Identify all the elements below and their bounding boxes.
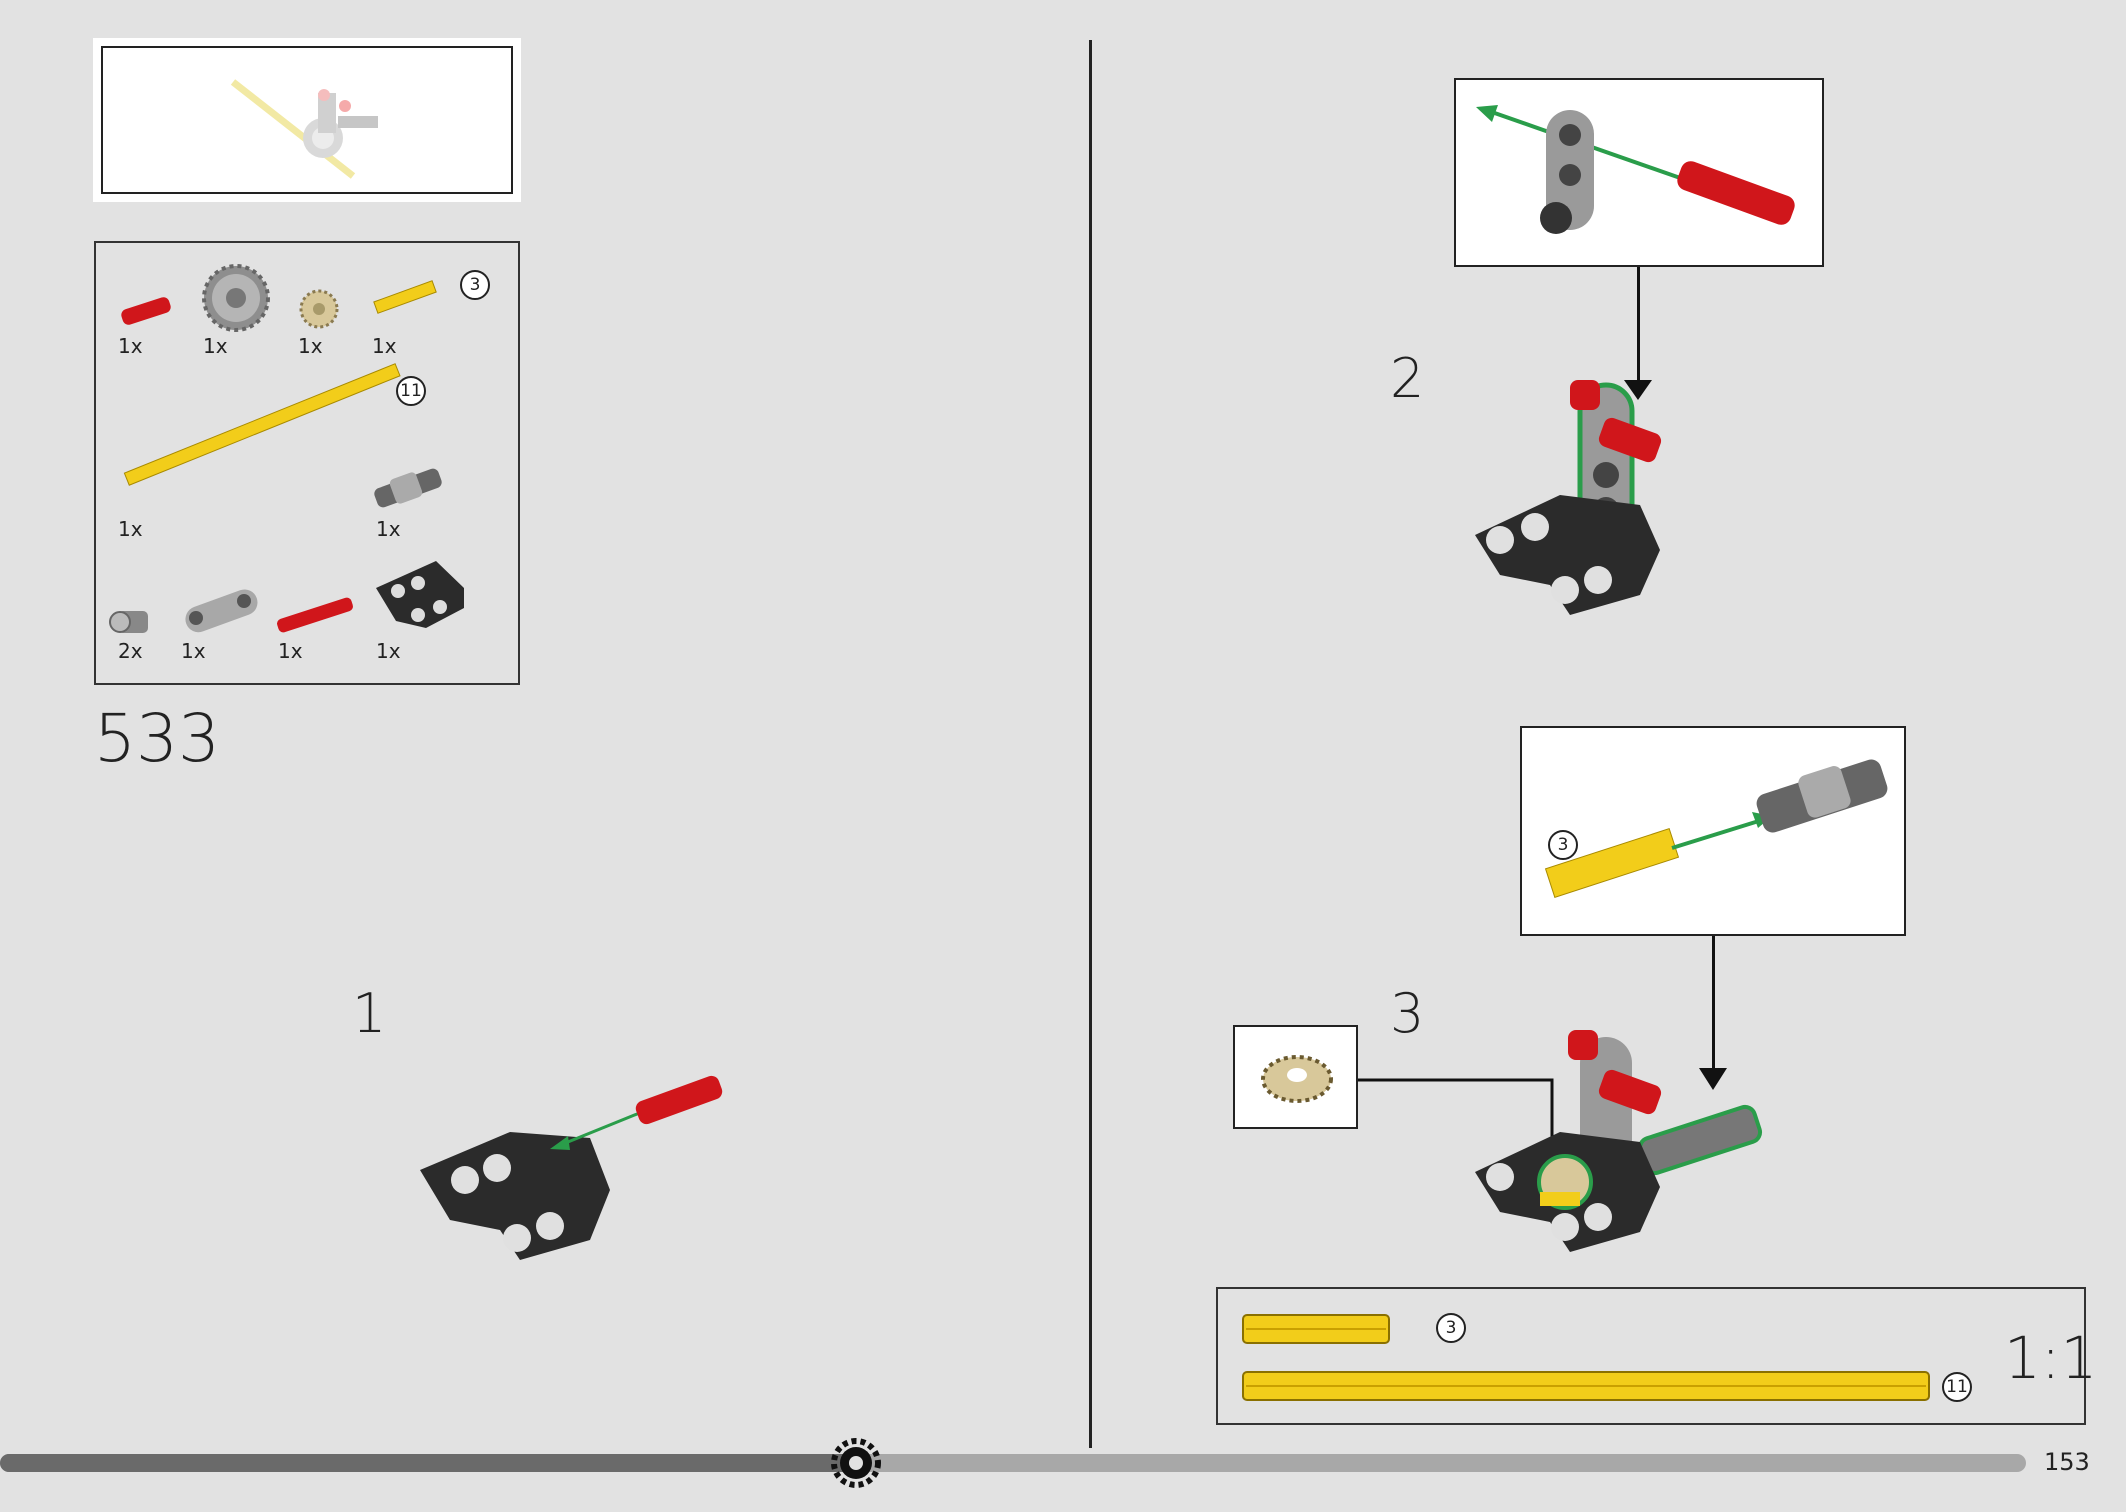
parts-list-art xyxy=(109,264,464,633)
step-number: 1 xyxy=(352,982,387,1045)
step-number: 2 xyxy=(1390,347,1425,410)
length-badge: 11 xyxy=(1942,1372,1972,1402)
scale-box: 3 11 1:1 xyxy=(1216,1287,2097,1425)
qty-label: 1x xyxy=(278,639,303,663)
step2-callout-art xyxy=(1476,105,1795,234)
parts-list-box: 1x 1x 1x 1x 3 11 1x 1x 2x 1x 1x 1x xyxy=(94,241,520,685)
step2-callout-box xyxy=(1454,78,1824,267)
set-number: 533 xyxy=(94,700,220,777)
qty-label: 1x xyxy=(181,639,206,663)
page-divider xyxy=(1089,40,1092,1448)
step2-arrow xyxy=(1624,380,1652,400)
qty-label: 1x xyxy=(118,334,143,358)
step1-illustration xyxy=(420,1075,723,1260)
red-pin-icon xyxy=(121,297,171,325)
page-number: 153 xyxy=(2044,1448,2090,1476)
progress-bar-fill xyxy=(0,1454,856,1472)
bush-icon xyxy=(109,611,148,633)
step2-illustration xyxy=(1475,380,1662,615)
qty-label: 1x xyxy=(376,517,401,541)
step3-gear-callout-box xyxy=(1233,1025,1358,1129)
tan-gear-icon xyxy=(299,289,339,329)
tan-gear-icon xyxy=(1261,1055,1333,1103)
qty-label: 1x xyxy=(376,639,401,663)
step3-callout-art xyxy=(1544,759,1888,898)
step3-arrow-right xyxy=(1699,1068,1727,1090)
step3-connector-line-right xyxy=(1712,936,1715,1070)
model-preview-image xyxy=(230,79,378,179)
step2-connector-line xyxy=(1637,267,1640,385)
scale-axle-11 xyxy=(1242,1371,1930,1401)
model-preview-box xyxy=(93,38,521,202)
qty-label: 1x xyxy=(118,517,143,541)
universal-joint-icon xyxy=(374,468,442,508)
gray-beam-icon xyxy=(185,589,258,633)
qty-label: 1x xyxy=(298,334,323,358)
step3-callout-box: 3 xyxy=(1520,726,1906,936)
length-badge: 3 xyxy=(1436,1313,1466,1343)
step-number: 3 xyxy=(1390,982,1425,1045)
length-badge: 3 xyxy=(1548,830,1578,860)
scale-ratio: 1:1 xyxy=(2004,1324,2098,1392)
yellow-axle-11-icon xyxy=(123,363,401,486)
step3-illustration xyxy=(1475,1030,1763,1252)
yellow-axle-3-icon xyxy=(373,280,437,314)
length-badge: 3 xyxy=(460,270,490,300)
gear-icon xyxy=(202,264,270,332)
red-axle-pin-icon xyxy=(277,597,353,633)
length-badge: 11 xyxy=(396,376,426,406)
qty-label: 2x xyxy=(118,639,143,663)
scale-axle-3 xyxy=(1242,1314,1390,1344)
black-beam-icon xyxy=(376,561,464,628)
gear-progress-icon xyxy=(831,1438,881,1488)
qty-label: 1x xyxy=(372,334,397,358)
qty-label: 1x xyxy=(203,334,228,358)
